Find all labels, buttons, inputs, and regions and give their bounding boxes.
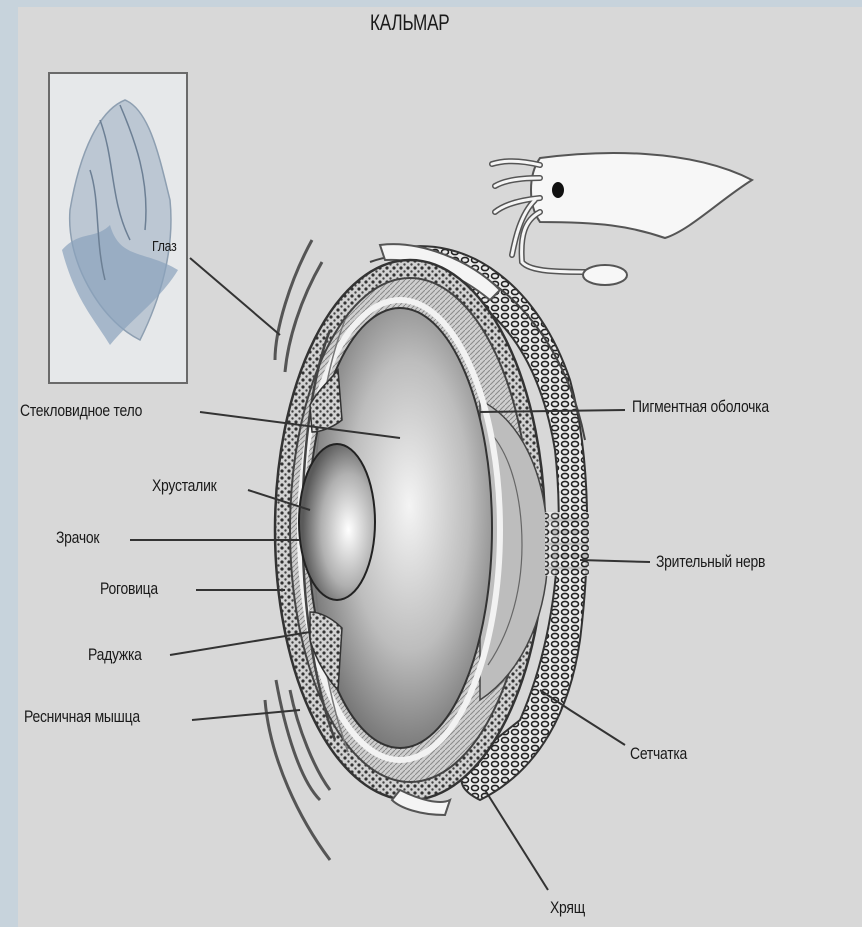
label-cartilage: Хрящ	[550, 898, 585, 918]
label-ciliary-muscle: Ресничная мышца	[24, 707, 140, 727]
label-pigment-layer: Пигментная оболочка	[632, 397, 769, 417]
inset-label: Глаз	[152, 238, 177, 255]
squid-illustration	[492, 153, 752, 285]
eyeball	[275, 244, 589, 815]
label-retina: Сетчатка	[630, 744, 687, 764]
label-cornea: Роговица	[100, 579, 158, 599]
label-lens: Хрусталик	[152, 476, 216, 496]
label-optic-nerve: Зрительный нерв	[656, 552, 765, 572]
label-vitreous-body: Стекловидное тело	[20, 401, 142, 421]
label-iris: Радужка	[88, 645, 142, 665]
inset-figure	[49, 73, 187, 383]
diagram-title: КАЛЬМАР	[370, 10, 450, 36]
label-pupil: Зрачок	[56, 528, 99, 548]
